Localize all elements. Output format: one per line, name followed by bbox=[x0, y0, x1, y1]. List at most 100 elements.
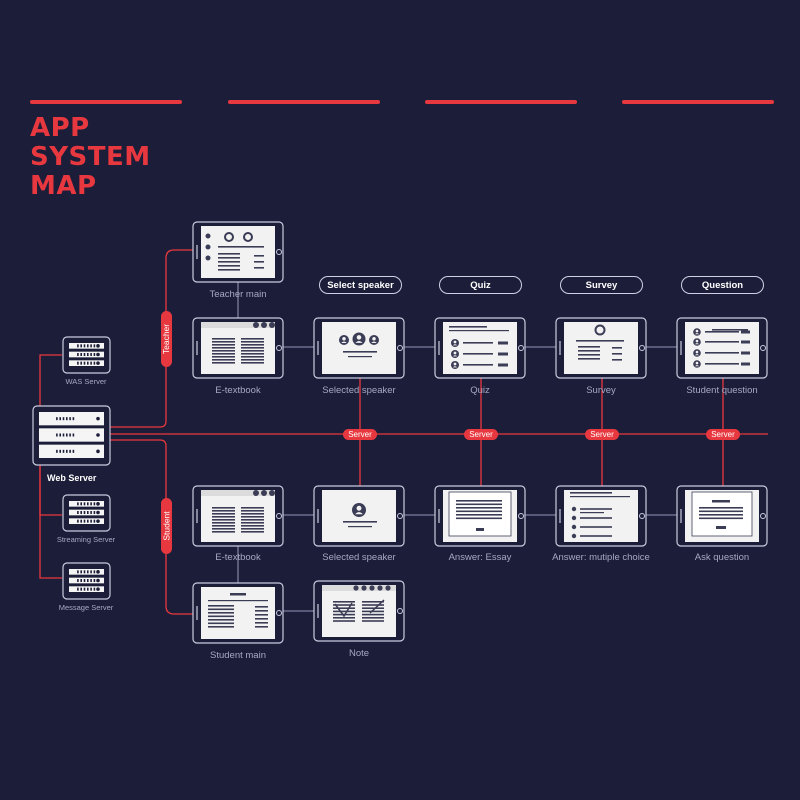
was-server-icon-grille bbox=[87, 353, 89, 356]
student-main-stat bbox=[255, 610, 268, 612]
message-server-icon-grille bbox=[80, 587, 82, 591]
was-server-icon-grille bbox=[80, 344, 82, 348]
teacher-speaker-screen bbox=[313, 317, 405, 379]
student-main-line bbox=[208, 605, 234, 607]
message-server-icon-led bbox=[96, 587, 100, 591]
student-note-label: Note bbox=[348, 648, 370, 659]
link-message-server bbox=[39, 460, 62, 579]
server-bus-pill-4: Server bbox=[706, 429, 740, 440]
was-server-icon-led bbox=[96, 361, 100, 365]
student-main-line bbox=[208, 619, 234, 621]
teacher-main-bar bbox=[218, 246, 264, 248]
student-speaker-screen bbox=[313, 485, 405, 547]
teacher-main-ring bbox=[224, 232, 234, 242]
streaming-server-label: Streaming Server bbox=[56, 535, 116, 544]
teacher-main-screen-button-right bbox=[276, 249, 282, 255]
message-server-icon-unit bbox=[69, 586, 104, 592]
was-server-icon bbox=[62, 336, 111, 374]
student-essay-line bbox=[456, 514, 502, 516]
message-server-icon-led bbox=[96, 570, 100, 574]
student-main-title bbox=[230, 593, 246, 596]
teacher-survey-line bbox=[578, 358, 600, 360]
student-etextbook-page-left bbox=[212, 507, 235, 509]
teacher-main-stat bbox=[254, 255, 264, 257]
student-note-page-right bbox=[362, 617, 384, 619]
was-server-icon-grille bbox=[90, 353, 92, 356]
student-note-page-left bbox=[333, 610, 355, 613]
student-main-stat bbox=[255, 618, 268, 620]
student-answer-multiple-screen-button-right bbox=[639, 513, 645, 519]
student-speaker-avatar-head bbox=[356, 505, 362, 511]
was-server-icon-grille bbox=[77, 344, 79, 348]
header-quiz[interactable]: Quiz bbox=[439, 276, 522, 294]
teacher-question-mark bbox=[741, 340, 750, 344]
student-etextbook-dot bbox=[261, 490, 267, 496]
teacher-student-question-screen-button-right bbox=[760, 345, 766, 351]
web-server-icon-unit bbox=[39, 428, 104, 442]
student-note-dot bbox=[353, 585, 359, 591]
header-survey[interactable]: Survey bbox=[560, 276, 643, 294]
student-essay-line bbox=[456, 500, 502, 502]
teacher-question-line bbox=[705, 352, 739, 354]
header-question[interactable]: Question bbox=[681, 276, 764, 294]
student-etextbook-page-left bbox=[212, 522, 235, 524]
streaming-server-icon-grille bbox=[77, 511, 79, 514]
student-main-line bbox=[208, 626, 234, 628]
page-title: APP SYSTEM MAP bbox=[30, 114, 151, 201]
teacher-main-ring bbox=[243, 232, 253, 242]
student-etextbook-screen bbox=[192, 485, 284, 547]
streaming-server-icon-grille bbox=[77, 519, 79, 523]
title-line-3: MAP bbox=[30, 171, 97, 201]
header-select-speaker[interactable]: Select speaker bbox=[319, 276, 402, 294]
student-main-screen bbox=[192, 582, 284, 644]
student-ask-submit bbox=[716, 526, 726, 529]
was-server-icon-grille bbox=[93, 361, 96, 365]
teacher-question-avatar-body bbox=[694, 354, 700, 356]
student-note-page-left bbox=[333, 620, 355, 622]
student-main-stat bbox=[255, 626, 268, 628]
student-multiple-option bbox=[571, 506, 577, 512]
student-etextbook-page-right bbox=[241, 510, 264, 512]
teacher-question-line bbox=[705, 341, 739, 343]
student-speaker-bar bbox=[348, 526, 372, 528]
student-etextbook-screen-button-right bbox=[276, 513, 282, 519]
student-etextbook-dot bbox=[269, 490, 275, 496]
web-server-icon-grille bbox=[59, 417, 61, 421]
teacher-question-avatar-body bbox=[694, 365, 700, 367]
student-main-screen-button-right bbox=[276, 610, 282, 616]
teacher-quiz-label: Quiz bbox=[470, 385, 490, 396]
streaming-server-icon-grille bbox=[87, 502, 89, 506]
was-server-label: WAS Server bbox=[65, 377, 107, 386]
streaming-server-icon-grille bbox=[90, 502, 92, 506]
teacher-main-stat bbox=[254, 261, 264, 263]
was-server-icon-grille bbox=[93, 344, 96, 348]
streaming-server-icon bbox=[62, 494, 111, 532]
student-etextbook-page-right bbox=[241, 528, 264, 530]
student-ask-line bbox=[699, 507, 743, 509]
link-student-branch bbox=[110, 439, 193, 615]
student-main-line bbox=[208, 612, 234, 614]
teacher-speaker-avatar-head bbox=[372, 337, 376, 341]
student-note-page-left bbox=[333, 601, 355, 603]
student-etextbook-page-left bbox=[212, 510, 235, 512]
student-selected-speaker-label: Selected speaker bbox=[322, 552, 396, 563]
student-main-stat bbox=[255, 606, 268, 608]
teacher-etextbook-page-left bbox=[212, 347, 235, 349]
teacher-question-avatar-head bbox=[695, 339, 699, 343]
was-server-icon-grille bbox=[80, 353, 82, 356]
teacher-student-question-label: Student question bbox=[686, 385, 758, 396]
was-server-icon-grille bbox=[83, 353, 86, 356]
student-main-stat bbox=[255, 622, 268, 624]
teacher-student-question-screen bbox=[676, 317, 768, 379]
message-server-icon-grille bbox=[87, 570, 89, 574]
web-server-icon-grille bbox=[56, 449, 58, 453]
student-role-pill: Student bbox=[161, 498, 172, 554]
teacher-quiz-line bbox=[463, 353, 493, 355]
teacher-survey-stat bbox=[612, 353, 622, 355]
message-server-icon-unit bbox=[69, 569, 104, 575]
student-multiple-line bbox=[580, 535, 612, 537]
teacher-main-line bbox=[218, 253, 240, 255]
message-server-icon-grille bbox=[90, 579, 92, 582]
message-server-icon-grille bbox=[80, 579, 82, 582]
was-server-icon-led bbox=[96, 344, 100, 348]
